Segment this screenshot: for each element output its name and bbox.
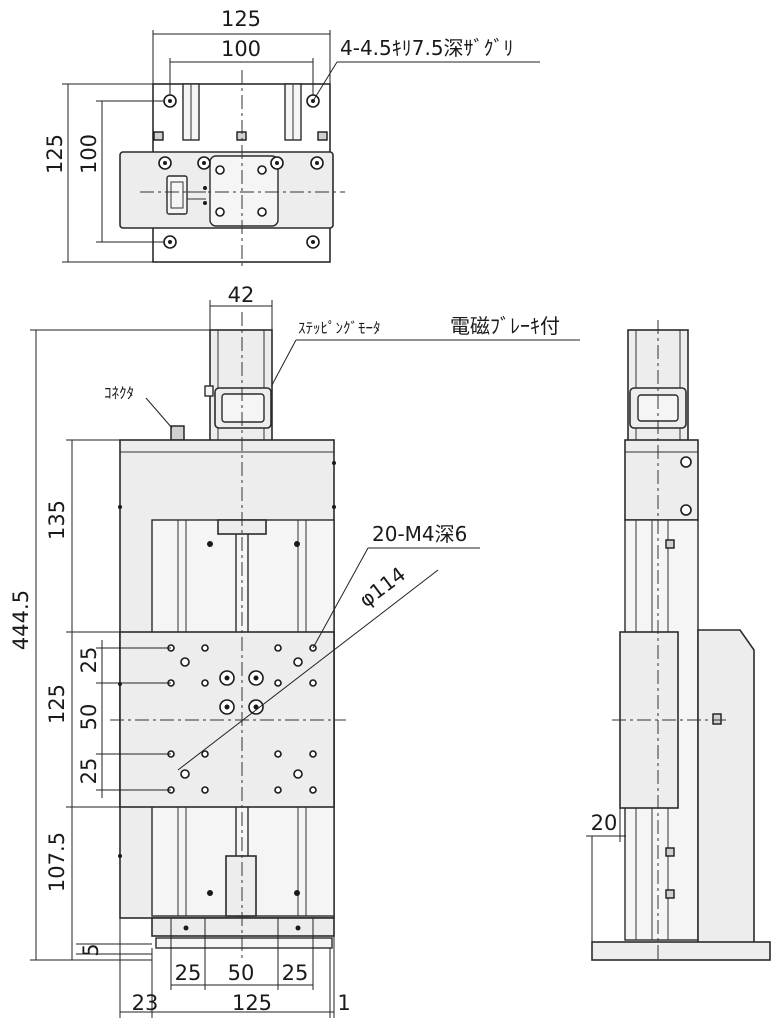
side-view: 20 (586, 320, 771, 961)
dim-top-100: 100 (221, 37, 261, 61)
dim-total-444: 444.5 (9, 590, 33, 650)
label-brake: 電磁ﾌﾞﾚｰｷ付 (450, 314, 560, 338)
dim-top-125: 125 (221, 7, 261, 31)
top-view: 125 100 125 100 (43, 7, 540, 270)
dim-side-20: 20 (591, 811, 618, 835)
side-bracket (697, 629, 755, 945)
dim-bottom-25-left: 25 (175, 961, 202, 985)
front-base-plate (151, 917, 335, 937)
dim-middle-125: 125 (45, 684, 69, 724)
dim-left-100: 100 (77, 134, 101, 174)
dim-lower-107: 107.5 (45, 832, 69, 892)
label-taps: 20-M4深6 (372, 522, 467, 546)
dim-bottom-1: 1 (337, 991, 350, 1015)
side-base (591, 941, 771, 961)
label-connector: ｺﾈｸﾀ (104, 384, 134, 402)
label-circle: φ114 (355, 562, 410, 612)
dim-pitch-50: 50 (77, 704, 101, 731)
top-connector (166, 175, 188, 215)
top-screw-3 (317, 131, 328, 141)
dim-base-5: 5 (79, 943, 103, 956)
front-base-foot (155, 937, 333, 949)
dim-pitch-25-top: 25 (77, 647, 101, 674)
label-motor: ｽﾃｯﾋﾟﾝｸﾞﾓｰﾀ (298, 319, 381, 337)
dim-pitch-25-bot: 25 (77, 758, 101, 785)
front-table-holes (167, 644, 317, 794)
dim-upper-135: 135 (45, 500, 69, 540)
top-screw-1 (153, 131, 164, 141)
note-counterbore: 4-4.5ｷﾘ7.5深ｻﾞｸﾞﾘ (340, 36, 514, 60)
dim-bottom-23: 23 (132, 991, 159, 1015)
dim-left-125: 125 (43, 134, 67, 174)
dim-bottom-125: 125 (232, 991, 272, 1015)
front-table (119, 631, 335, 808)
front-view: 42 ｺﾈｸﾀ ｽﾃｯﾋﾟﾝｸﾞﾓｰﾀ 電磁ﾌﾞﾚｰｷ付 (9, 283, 580, 1018)
dim-bottom-50: 50 (228, 961, 255, 985)
dim-motor-42: 42 (228, 283, 255, 307)
dim-bottom-25-right: 25 (282, 961, 309, 985)
front-connector (170, 425, 185, 441)
